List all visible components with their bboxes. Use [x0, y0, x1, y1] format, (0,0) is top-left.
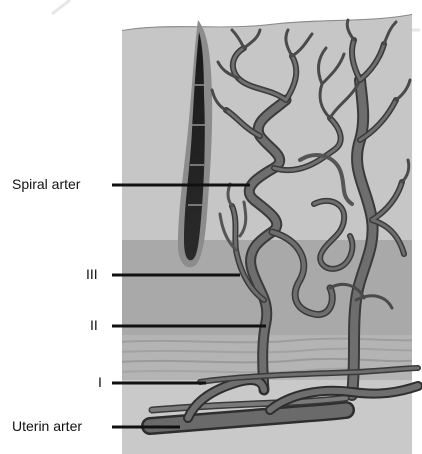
corner-stroke: [52, 0, 70, 14]
label-level-III: III: [86, 266, 98, 282]
label-spiral-artery: Spiral arter: [12, 176, 80, 192]
label-uterine-artery: Uterin arter: [12, 418, 82, 434]
label-level-II: II: [90, 317, 98, 333]
label-level-I: I: [98, 374, 102, 390]
